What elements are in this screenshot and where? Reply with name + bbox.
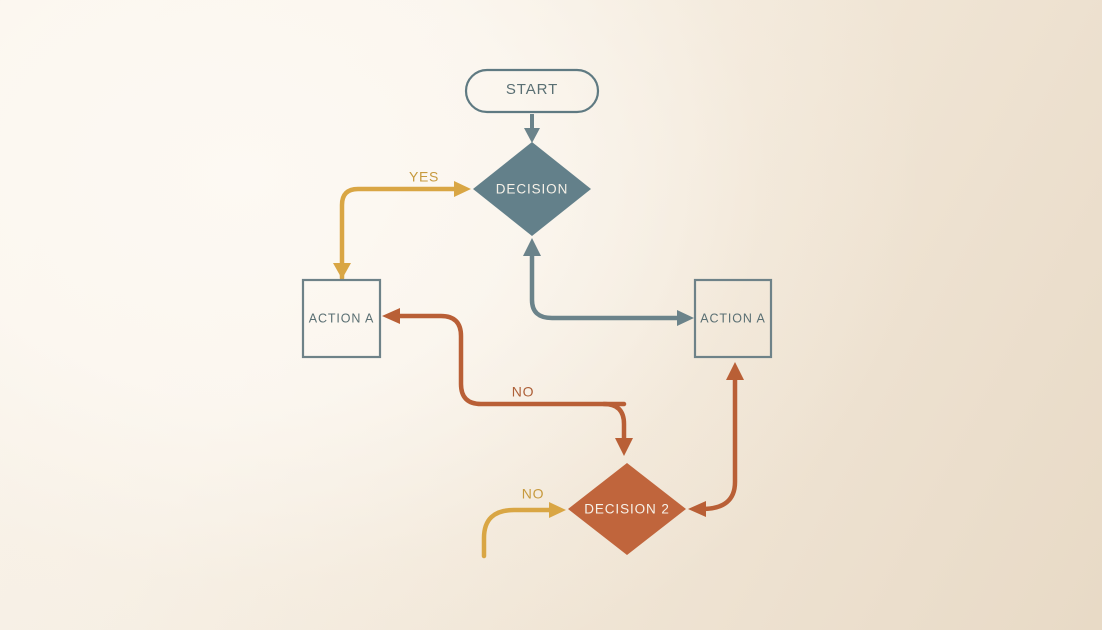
node-decision-2-label: DECISION 2 [584,502,670,517]
edge-label-no-upper: NO [512,384,534,400]
node-start-label: START [506,81,558,98]
node-action-a-left[interactable]: ACTION A [301,278,382,359]
node-decision-2[interactable]: DECISION 2 [568,463,686,555]
edge-decision-2-to-action-a-right [688,362,744,517]
node-start[interactable]: START [464,68,600,114]
node-action-a-right[interactable]: ACTION A [693,278,773,359]
edge-label-no-lower: NO [522,486,544,502]
node-decision-label: DECISION [496,182,568,197]
node-decision[interactable]: DECISION [473,142,591,236]
edge-start-to-decision [524,114,540,143]
edge-no-to-action-a-left [382,308,627,407]
edge-yes-down-to-action-a-left [333,263,351,279]
node-action-a-right-label: ACTION A [700,311,766,325]
edge-yes-to-decision [339,181,471,281]
edge-no-to-decision-2-down [601,401,633,456]
edge-no-gold-to-decision-2 [481,502,566,559]
edge-decision-loop-to-action-a-right [523,238,694,326]
node-action-a-left-label: ACTION A [309,311,375,325]
edge-label-yes: YES [409,169,439,185]
